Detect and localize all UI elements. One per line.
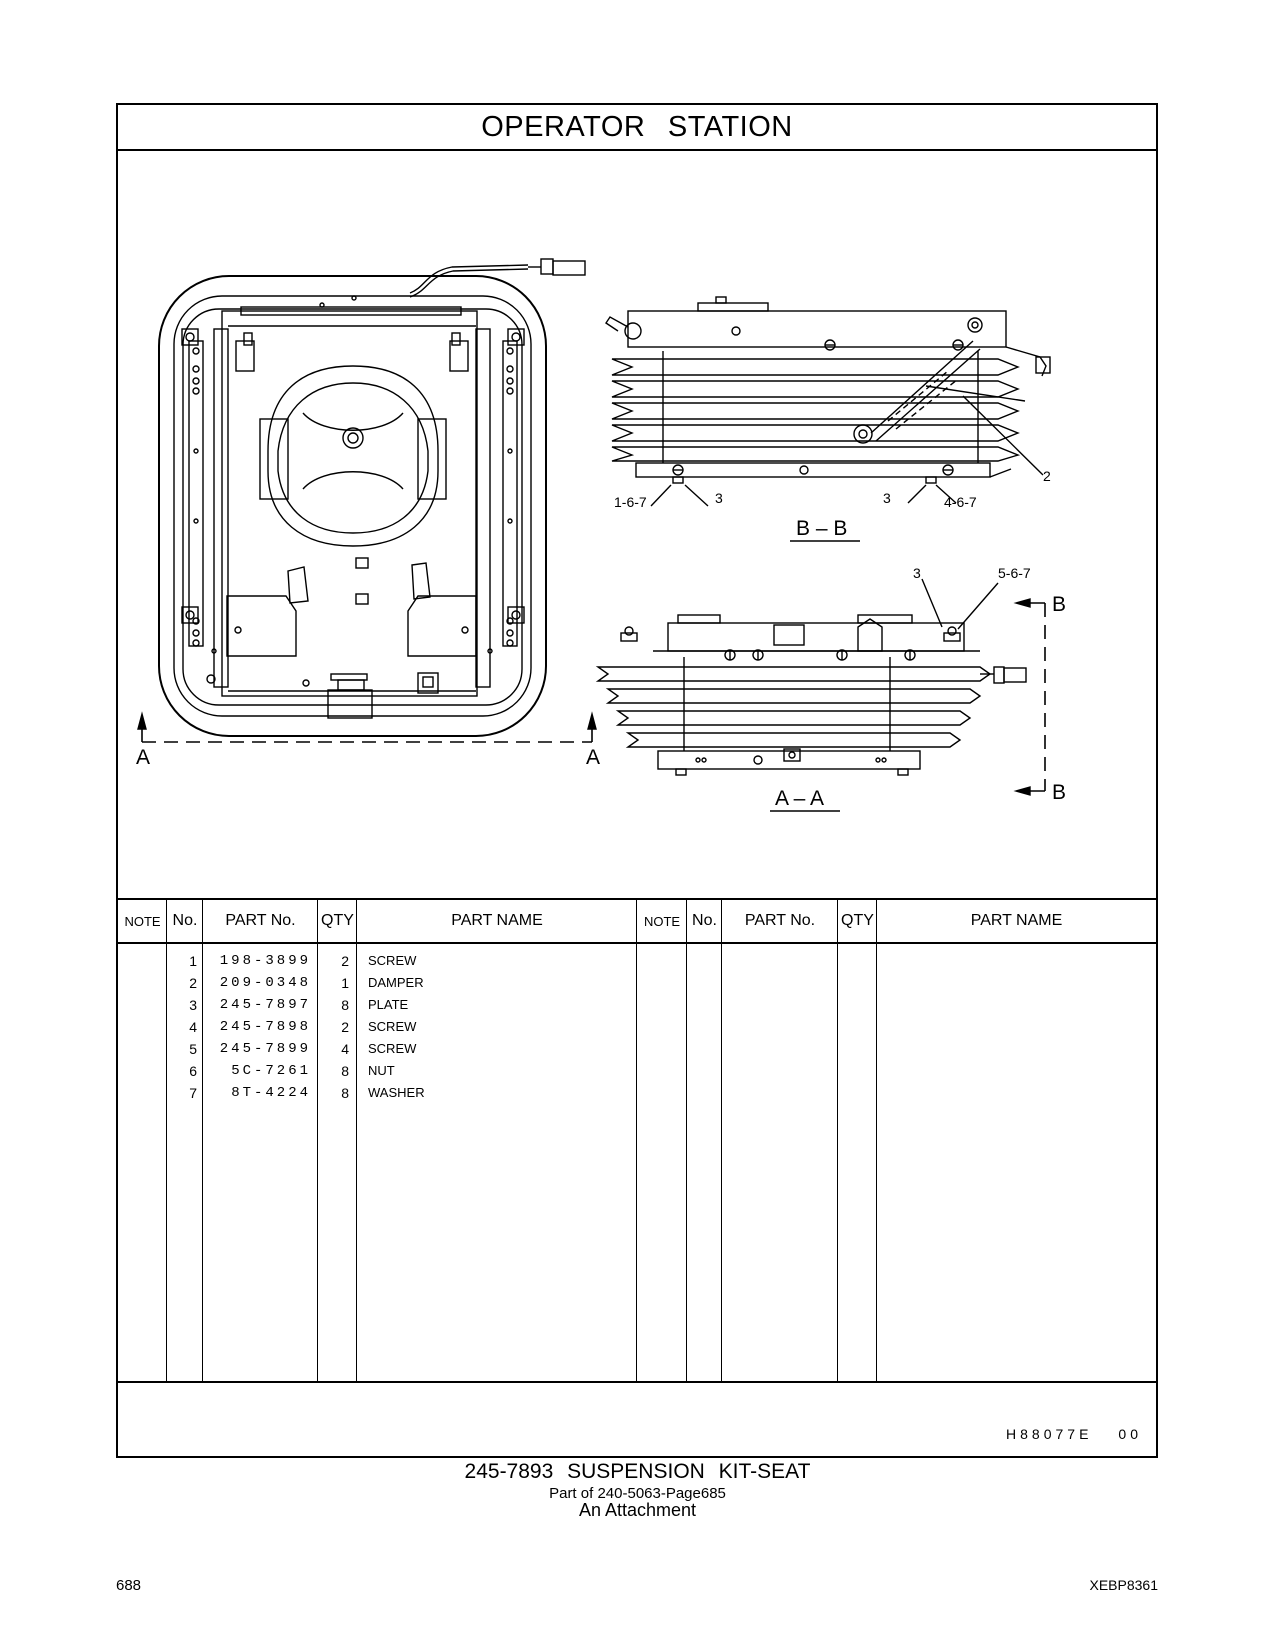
col-qty-left bbox=[318, 900, 357, 1381]
table-row-part-no: 5C-7261 bbox=[231, 1063, 311, 1079]
rows-part-no: 198-3899 209-0348 245-7897 245-7898 245-… bbox=[203, 950, 311, 1104]
table-row-no: 4 bbox=[189, 1019, 197, 1035]
col-partno-left bbox=[203, 900, 318, 1381]
callout-4-6-7: 4-6-7 bbox=[944, 494, 977, 510]
header-part-name-right: PART NAME bbox=[877, 900, 1156, 944]
section-bb-drawing bbox=[605, 296, 1051, 507]
assembly-type: An Attachment bbox=[578, 1500, 697, 1520]
table-row-part-name: SCREW bbox=[368, 1019, 417, 1034]
table-row-qty: 8 bbox=[341, 1063, 349, 1079]
header-part-name: PART NAME bbox=[357, 900, 637, 944]
parts-table: NOTE No. PART No. QTY PART NAME NOTE No.… bbox=[118, 898, 1156, 1383]
col-no-right bbox=[687, 900, 722, 1381]
section-bb-label: B – B bbox=[796, 517, 847, 540]
header-qty: QTY bbox=[318, 900, 357, 944]
table-row-part-no: 198-3899 bbox=[219, 953, 311, 969]
header-no-right: No. bbox=[687, 900, 722, 944]
document-code: XEBP8361 bbox=[1089, 1577, 1159, 1593]
table-row-no: 3 bbox=[189, 997, 197, 1013]
technical-drawing: A A bbox=[118, 151, 1156, 899]
header-qty-right: QTY bbox=[838, 900, 877, 944]
arrow-b-top-label: B bbox=[1052, 593, 1066, 616]
col-note-left bbox=[118, 900, 167, 1381]
page-number: 688 bbox=[116, 1577, 142, 1594]
table-row-qty: 1 bbox=[341, 975, 349, 991]
assembly-title: 245-7893 SUSPENSION KIT-SEAT bbox=[464, 1460, 811, 1483]
table-row-no: 5 bbox=[189, 1041, 197, 1057]
col-partno-right bbox=[722, 900, 838, 1381]
table-row-no: 1 bbox=[189, 953, 197, 969]
header-note: NOTE bbox=[118, 900, 167, 944]
table-row-part-name: SCREW bbox=[368, 1041, 417, 1056]
page-title: OPERATOR STATION bbox=[118, 105, 1156, 151]
table-row-part-no: 209-0348 bbox=[219, 975, 311, 991]
table-row-part-name: DAMPER bbox=[368, 975, 424, 990]
table-row-no: 7 bbox=[189, 1085, 197, 1101]
header-part-no-right: PART No. bbox=[722, 900, 838, 944]
illustration-code: H88077E bbox=[1006, 1426, 1093, 1442]
assembly-parent-ref: Part of 240-5063-Page685 bbox=[549, 1485, 726, 1502]
table-row-qty: 2 bbox=[341, 953, 349, 969]
header-no: No. bbox=[167, 900, 203, 944]
table-row-part-no: 245-7898 bbox=[219, 1019, 311, 1035]
rows-part-name: SCREW DAMPER PLATE SCREW SCREW NUT WASHE… bbox=[368, 950, 628, 1104]
col-name-left bbox=[357, 900, 637, 1381]
callout-3-bb-left: 3 bbox=[715, 490, 723, 506]
table-row-part-no: 245-7897 bbox=[219, 997, 311, 1013]
table-row-qty: 2 bbox=[341, 1019, 349, 1035]
section-aa-label: A – A bbox=[775, 787, 824, 810]
header-part-no: PART No. bbox=[203, 900, 318, 944]
arrow-a-right-label: A bbox=[586, 746, 600, 769]
section-line-b bbox=[1013, 598, 1046, 796]
arrow-b-bottom-label: B bbox=[1052, 781, 1066, 804]
header-note-right: NOTE bbox=[637, 900, 687, 944]
table-row-part-no: 8T-4224 bbox=[231, 1085, 311, 1101]
col-no-left bbox=[167, 900, 203, 1381]
table-row-part-name: WASHER bbox=[368, 1085, 425, 1100]
table-row-no: 2 bbox=[189, 975, 197, 991]
section-line-a bbox=[137, 711, 597, 743]
rows-qty: 2 1 8 2 4 8 8 bbox=[318, 950, 349, 1104]
callout-2: 2 bbox=[1043, 468, 1051, 484]
page-frame: OPERATOR STATION bbox=[116, 103, 1158, 1458]
rows-no: 1 2 3 4 5 6 7 bbox=[167, 950, 197, 1104]
table-row-part-no: 245-7899 bbox=[219, 1041, 311, 1057]
table-row-qty: 8 bbox=[341, 1085, 349, 1101]
table-row-part-name: PLATE bbox=[368, 997, 409, 1012]
table-row-qty: 8 bbox=[341, 997, 349, 1013]
table-row-part-name: SCREW bbox=[368, 953, 417, 968]
col-note-right bbox=[637, 900, 687, 1381]
arrow-a-left-label: A bbox=[136, 746, 150, 769]
callout-1-6-7: 1-6-7 bbox=[614, 494, 647, 510]
callout-5-6-7: 5-6-7 bbox=[998, 565, 1031, 581]
illustration-code-block: H88077E 00 bbox=[1006, 1426, 1142, 1442]
table-row-part-name: NUT bbox=[368, 1063, 395, 1078]
revision-code: 00 bbox=[1118, 1426, 1142, 1442]
section-aa-drawing bbox=[595, 578, 1027, 776]
table-row-no: 6 bbox=[189, 1063, 197, 1079]
callout-3-bb-right: 3 bbox=[883, 490, 891, 506]
col-qty-right bbox=[838, 900, 877, 1381]
callout-3-aa: 3 bbox=[913, 565, 921, 581]
table-row-qty: 4 bbox=[341, 1041, 349, 1057]
top-view-drawing bbox=[158, 258, 586, 737]
